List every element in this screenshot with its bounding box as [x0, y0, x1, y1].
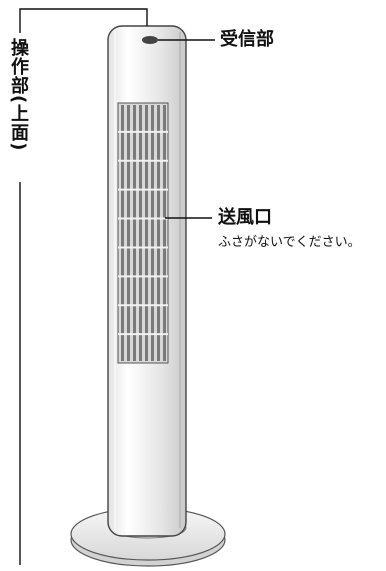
grille-slat	[163, 105, 166, 361]
grille-slat	[151, 105, 154, 361]
grille-slat	[133, 105, 136, 361]
grille-slat	[127, 105, 130, 361]
grille-slat	[139, 105, 142, 361]
outlet-grille	[117, 102, 169, 364]
outlet-note: ふさがないでください。	[218, 235, 361, 250]
grille-slat	[121, 105, 124, 361]
receiver-label: 受信部	[220, 29, 274, 50]
grille-slat	[145, 105, 148, 361]
receiver-window	[142, 36, 158, 44]
control-panel-label: 操作部(上面)	[8, 38, 29, 152]
control-panel-leader-line	[19, 8, 148, 33]
grille-slat	[157, 105, 160, 361]
outlet-label: 送風口	[218, 207, 272, 228]
